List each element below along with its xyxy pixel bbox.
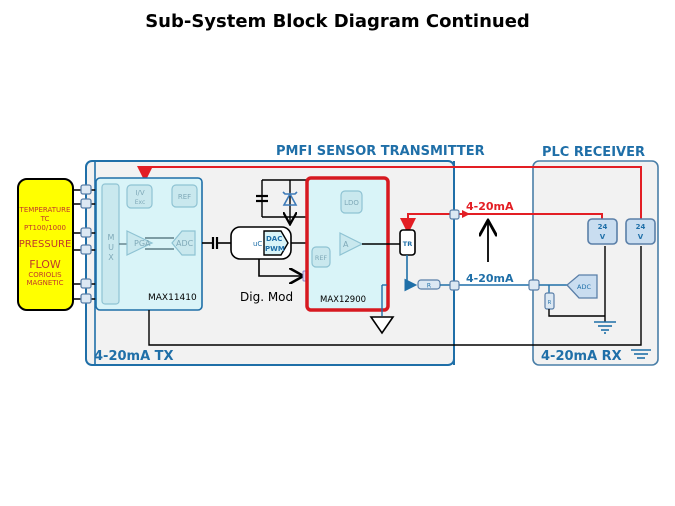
connector-pad bbox=[80, 293, 92, 304]
page-title: Sub-System Block Diagram Continued bbox=[145, 11, 530, 32]
iv-exc-block bbox=[126, 184, 153, 209]
afe-ref-block bbox=[171, 184, 198, 208]
ground-return-wire bbox=[148, 246, 642, 346]
rx-label: 4-20mA RX bbox=[541, 349, 622, 364]
receiver-box bbox=[532, 160, 659, 366]
sense-resistor-label: R bbox=[427, 283, 431, 290]
ldo-block bbox=[340, 190, 363, 214]
arrow-head bbox=[462, 210, 470, 218]
supply1-voltage: 24 bbox=[598, 223, 608, 231]
loop-current-top-label: 4-20mA bbox=[466, 200, 514, 213]
ground-triangle-icon bbox=[369, 316, 395, 335]
dig-mod-wire bbox=[258, 259, 302, 276]
pwm-label: PWM bbox=[265, 245, 285, 253]
sensor-tc-label: TC bbox=[40, 215, 50, 223]
receiver-section-title: PLC RECEIVER bbox=[542, 145, 645, 160]
tx-label: 4-20mA TX bbox=[94, 349, 174, 364]
afe-ref-label: REF bbox=[178, 193, 191, 201]
dac-ref-block bbox=[311, 246, 331, 268]
rx-terminal-pad bbox=[528, 279, 540, 291]
dac-label: DAC bbox=[266, 235, 282, 243]
rx-adc-block bbox=[566, 274, 598, 299]
sensor-flow-label: FLOW bbox=[29, 258, 61, 271]
mux-label-m: M bbox=[108, 233, 115, 242]
mux-label-u: U bbox=[108, 243, 114, 252]
iv-label: I/V bbox=[135, 189, 144, 197]
afe-adc-label: ADC bbox=[176, 239, 194, 248]
afe-adc-icon bbox=[171, 230, 196, 256]
dac-ref-label: REF bbox=[315, 254, 328, 262]
supply2-unit: V bbox=[638, 233, 644, 241]
pga-label: PGA bbox=[134, 239, 151, 248]
loop-current-bottom-label: 4-20mA bbox=[466, 272, 514, 285]
tx-terminal-pad bbox=[449, 209, 460, 220]
connector-pad bbox=[80, 244, 92, 255]
connector-pad bbox=[80, 184, 92, 195]
sensor-magnetic-label: MAGNETIC bbox=[26, 279, 63, 287]
tr-label: TR bbox=[403, 240, 412, 248]
sensor-coriolis-label: CORIOLIS bbox=[28, 271, 62, 279]
max11410-label: MAX11410 bbox=[148, 293, 197, 303]
supply-24v-block-1 bbox=[587, 218, 618, 245]
sensor-block bbox=[17, 178, 74, 311]
amp-label: A bbox=[343, 240, 349, 249]
ldo-label: LDO bbox=[344, 199, 359, 207]
dac-pwm-block bbox=[263, 230, 289, 256]
connector-pad bbox=[80, 198, 92, 209]
sensor-pt100-label: PT100/1000 bbox=[24, 224, 66, 232]
supply-24v-block-2 bbox=[625, 218, 656, 245]
exc-label: Exc bbox=[135, 199, 146, 206]
connector-pad bbox=[80, 227, 92, 238]
tx-terminal-pad bbox=[449, 280, 460, 291]
loop-supply-wire bbox=[137, 166, 642, 228]
connector-pad bbox=[80, 278, 92, 289]
supply2-voltage: 24 bbox=[636, 223, 646, 231]
dig-mod-label: Dig. Mod bbox=[240, 290, 293, 304]
amplifier-icon bbox=[339, 232, 364, 256]
rx-resistor-label: R bbox=[548, 300, 552, 306]
transmitter-section-title: PMFI SENSOR TRANSMITTER bbox=[276, 144, 485, 159]
supply1-unit: V bbox=[600, 233, 606, 241]
zener-diode-icon bbox=[282, 192, 298, 206]
sensor-pressure-label: PRESSURE bbox=[19, 239, 72, 250]
ground-icon bbox=[631, 349, 651, 359]
sensor-temperature-label: TEMPERATURE bbox=[19, 206, 71, 214]
mux-label-x: X bbox=[108, 253, 114, 262]
max12900-label: MAX12900 bbox=[320, 295, 366, 305]
pga-amp-icon bbox=[126, 230, 154, 256]
uc-label: uC bbox=[253, 240, 262, 248]
ground-icon bbox=[594, 321, 616, 334]
rx-adc-label: ADC bbox=[577, 283, 591, 291]
